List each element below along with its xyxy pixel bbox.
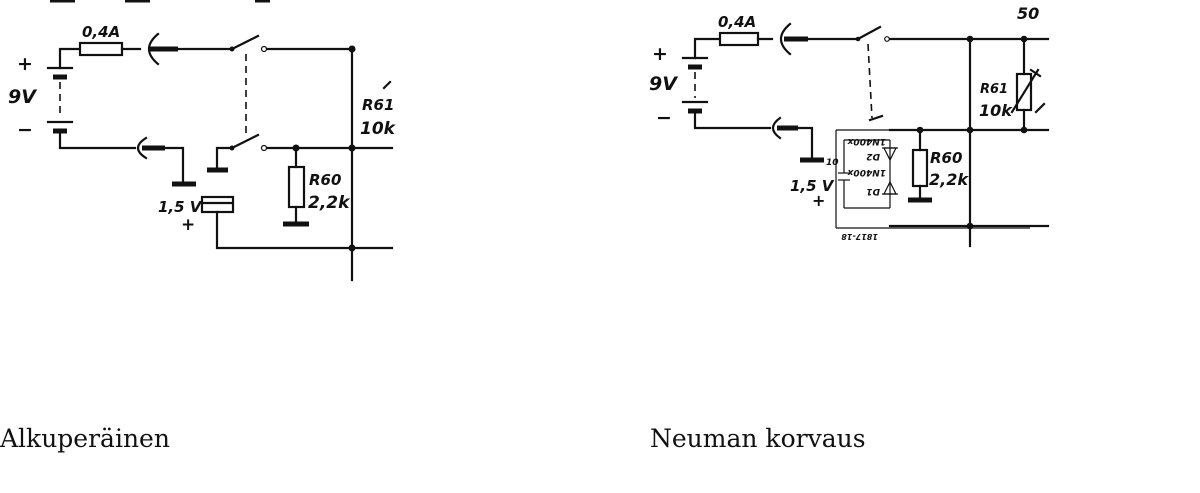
r60-label: R60 <box>309 171 341 189</box>
battery-plus-label: + <box>812 191 825 210</box>
minus-label: − <box>656 107 672 129</box>
fuse <box>78 41 142 57</box>
r60-value-label: 2,2k <box>308 193 351 213</box>
top-jack-connector <box>147 32 234 66</box>
capacitor-10 <box>838 140 850 208</box>
top-jack-connector <box>779 22 860 56</box>
replacement-caption: Neuman korvaus <box>650 424 866 453</box>
top-switch <box>229 34 354 138</box>
resistor-r60 <box>908 126 932 203</box>
r61-value-label: 10k <box>360 119 397 139</box>
plus-label: + <box>652 43 668 65</box>
d1-type-label: 1N400x <box>846 167 886 177</box>
bottom-jack-connector <box>136 136 196 187</box>
fuse <box>718 31 774 47</box>
plus-label: + <box>17 53 33 75</box>
resistor-r61 <box>1010 37 1046 132</box>
r60-value-label: 2,2k <box>929 170 969 189</box>
r60-label: R60 <box>930 149 962 167</box>
replacement-schematic: 0,4A + 9V − 50 R61 10k 10 1,5 V + 1N400x… <box>649 4 1050 248</box>
fuse-label: 0,4A <box>718 13 756 31</box>
battery-plus-label: + <box>181 215 195 235</box>
r61-label: R61 <box>980 82 1008 97</box>
fuse-label: 0,4A <box>82 23 120 41</box>
resistor-r60 <box>283 144 309 227</box>
voltage-label: 9V <box>649 73 678 95</box>
diode-d1 <box>882 180 898 195</box>
battery-1-5v <box>200 167 394 250</box>
original-schematic: 0,4A + 9V − R61 10k 1,5 V + R60 2,2k <box>8 0 397 282</box>
top-value-label: 50 <box>1017 4 1039 23</box>
d2-type-label: 1N400x <box>846 136 886 146</box>
bottom-jack-connector <box>771 116 824 163</box>
cap-label: 10 <box>826 158 839 168</box>
battery-label: 1,5 V <box>790 177 835 195</box>
original-caption: Alkuperäinen <box>0 424 170 453</box>
right-bus <box>348 45 392 282</box>
r61-value-label: 10k <box>979 101 1013 120</box>
board-id-label: 1817-18 <box>841 232 878 241</box>
voltage-label: 9V <box>8 86 37 108</box>
battery-9v <box>681 37 772 130</box>
d2-label: D2 <box>866 151 880 161</box>
diode-d2 <box>882 147 898 162</box>
output-network <box>888 35 1050 248</box>
d1-label: D1 <box>866 186 880 196</box>
battery-9v <box>46 47 137 150</box>
battery-label: 1,5 V <box>158 198 203 216</box>
r61-label: R61 <box>362 96 394 114</box>
minus-label: − <box>17 119 33 141</box>
bottom-switch <box>215 133 394 172</box>
